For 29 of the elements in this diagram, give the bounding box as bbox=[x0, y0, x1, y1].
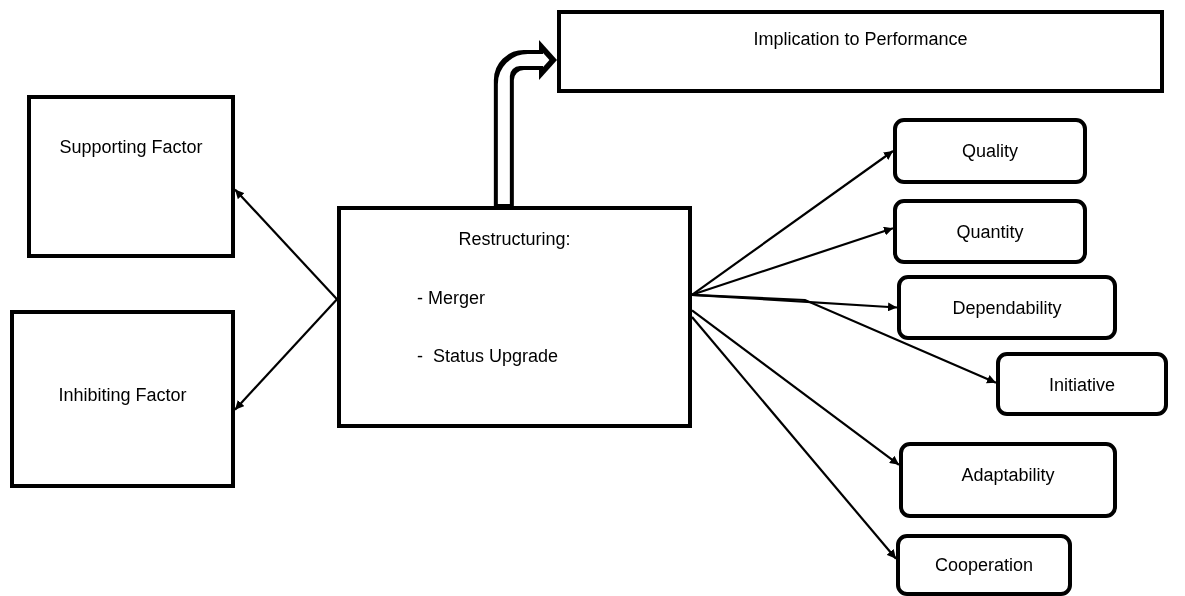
block-arrow bbox=[493, 40, 557, 208]
bullet-item: - Status Upgrade bbox=[417, 345, 559, 367]
arrow bbox=[691, 316, 897, 560]
node-label: Quantity bbox=[955, 221, 1025, 243]
rounded-box bbox=[893, 199, 1087, 264]
process-box bbox=[27, 95, 235, 258]
arrow bbox=[234, 188, 338, 300]
node-label: Initiative bbox=[1047, 374, 1116, 396]
rounded-box bbox=[896, 534, 1072, 596]
arrow bbox=[691, 309, 900, 466]
arrow bbox=[234, 298, 338, 411]
process-box bbox=[337, 206, 692, 428]
process-box bbox=[10, 310, 235, 488]
arrow bbox=[691, 293, 997, 384]
process-box bbox=[557, 10, 1164, 93]
node-label: Implication to Performance bbox=[752, 28, 969, 50]
node-label: Restructuring: bbox=[457, 228, 572, 250]
rounded-box bbox=[899, 442, 1117, 518]
arrow bbox=[691, 150, 894, 296]
node-label: Dependability bbox=[951, 297, 1063, 319]
node-label: Inhibiting Factor bbox=[57, 384, 188, 406]
node-label: Adaptability bbox=[960, 464, 1056, 486]
node-label: Cooperation bbox=[933, 554, 1035, 576]
rounded-box bbox=[996, 352, 1168, 416]
rounded-box bbox=[897, 275, 1117, 340]
bullet-item: - Merger bbox=[417, 287, 485, 309]
rounded-box bbox=[893, 118, 1087, 184]
node-label: Supporting Factor bbox=[58, 136, 204, 158]
node-label: Quality bbox=[961, 140, 1019, 162]
